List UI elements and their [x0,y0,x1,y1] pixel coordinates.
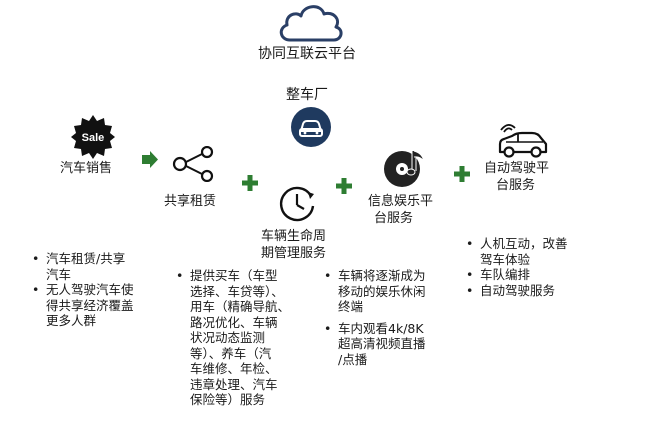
share-icon [172,146,214,182]
platform-title: 协同互联云平台 [258,46,356,62]
stage-autonomous-line2: 台服务 [496,178,536,193]
oem-title: 整车厂 [286,87,328,103]
music-disc-icon [384,150,425,187]
stage-infotainment-line1: 信息娱乐平 [368,194,434,209]
clock-icon [279,186,315,222]
plus-icon [454,166,470,182]
stage-sales-label: 汽车销售 [60,161,113,176]
svg-text:Sale: Sale [82,132,105,144]
plus-icon [242,175,258,191]
list-item: 提供买车（车型 选择、车贷等）、 用车（精确导航、 路况优化、车辆 状况动态监测… [176,268,316,408]
car-icon [291,107,331,147]
stage-infotainment-line2: 台服务 [374,211,414,226]
stage-lifecycle-line2: 期管理服务 [261,246,327,261]
plus-icon [336,178,352,194]
stage-sharing-label: 共享租赁 [164,194,217,209]
stage-lifecycle-line1: 车辆生命周 [261,229,327,244]
sale-badge-icon: Sale [71,115,115,159]
stage-autonomous-line1: 自动驾驶平 [484,161,550,176]
cloud-icon [279,5,343,42]
arrow-right-icon [142,151,158,168]
connected-car-icon [498,124,548,158]
list-item: 车队编排 [466,267,606,283]
list-item: 自动驾驶服务 [466,283,606,299]
bullets-lifecycle: 提供买车（车型 选择、车贷等）、 用车（精确导航、 路况优化、车辆 状况动态监测… [176,268,316,408]
